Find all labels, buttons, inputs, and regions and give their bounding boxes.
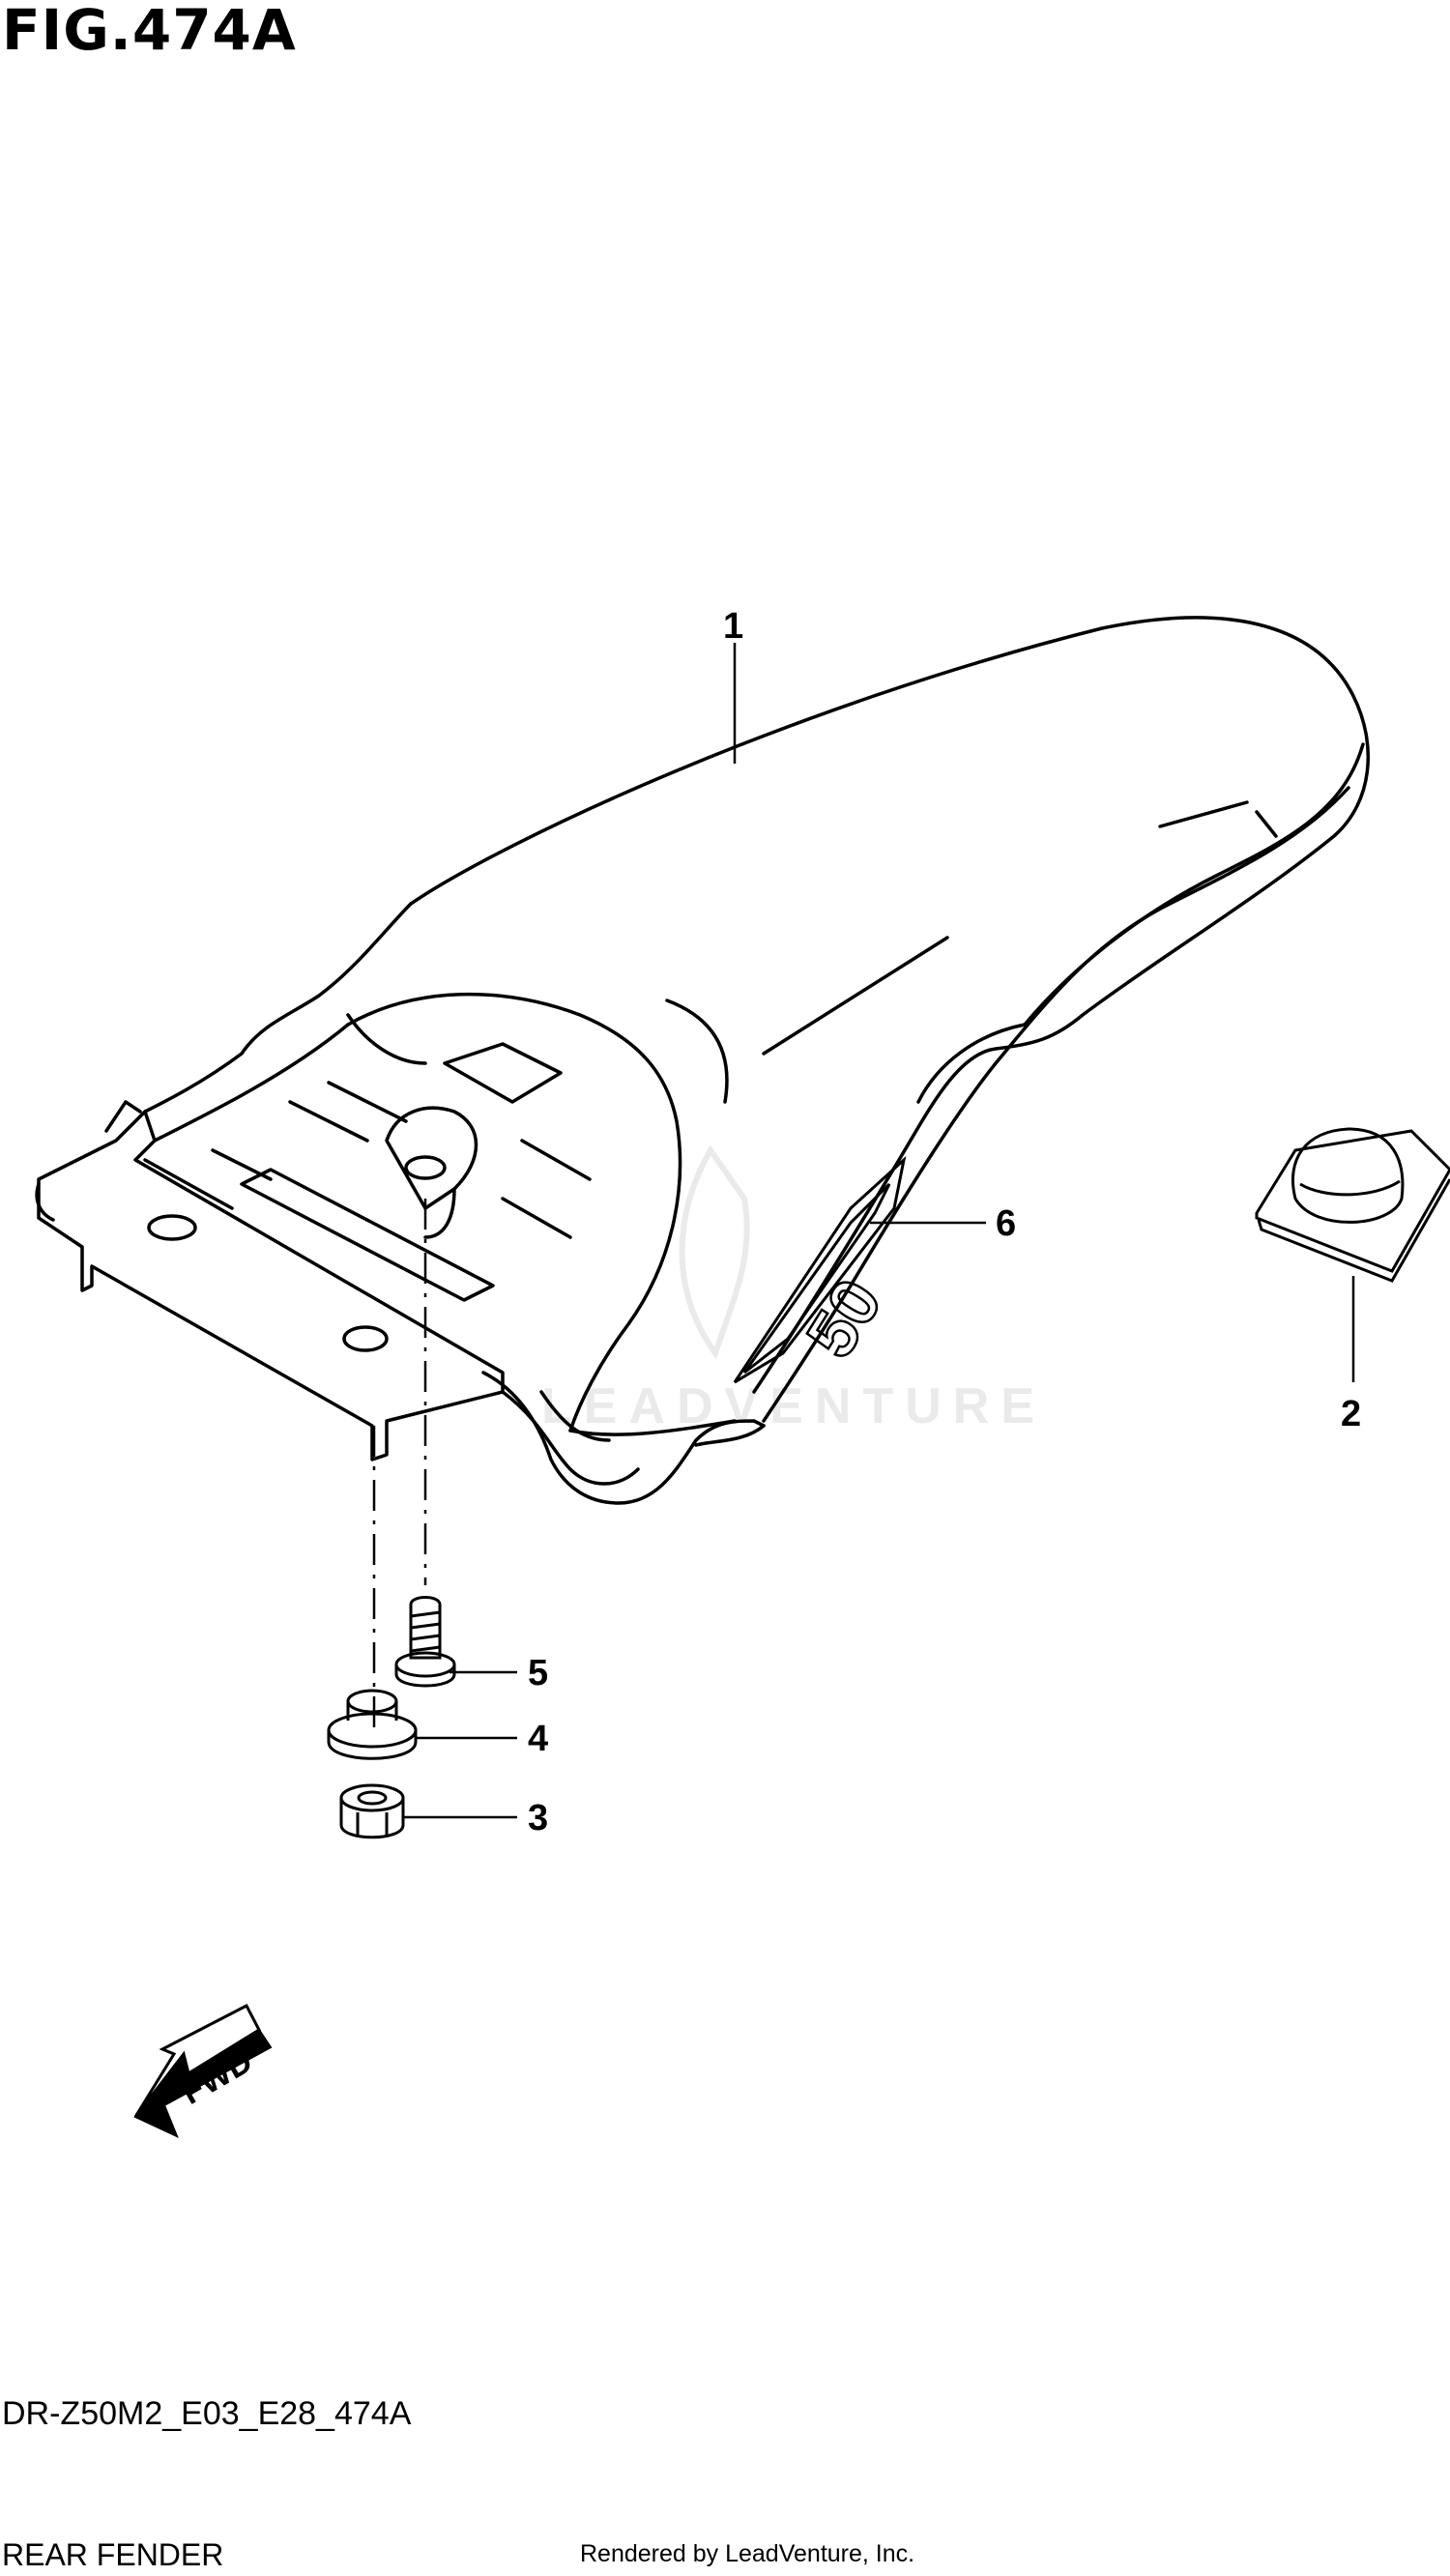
figure-title: FIG.474A [2, 0, 297, 63]
rear-fender-part[interactable] [35, 616, 1370, 1505]
cushion-part[interactable] [1255, 1127, 1450, 1283]
decal-part[interactable]: 50 [733, 1155, 907, 1384]
nut-part[interactable] [339, 1783, 405, 1839]
watermark-text: LEADVENTURE [541, 1378, 1046, 1434]
callout-5: 5 [528, 1653, 548, 1693]
assembly-centerlines [372, 1199, 427, 1730]
bolt-part[interactable] [394, 1596, 456, 1688]
callout-6: 6 [996, 1203, 1016, 1244]
callout-2: 2 [1341, 1394, 1361, 1434]
callout-1: 1 [723, 606, 743, 647]
callout-4: 4 [528, 1719, 548, 1759]
fwd-arrow-icon: FWD [133, 2003, 273, 2138]
leader-lines [404, 643, 1355, 1819]
collar-part[interactable] [327, 1689, 418, 1760]
watermark: LEADVENTURE [541, 1144, 1046, 1434]
watermark-logo-icon [679, 1144, 750, 1360]
render-credit: Rendered by LeadVenture, Inc. [580, 2540, 915, 2567]
figure-code: DR-Z50M2_E03_E28_474A [2, 2395, 412, 2432]
callout-3: 3 [528, 1798, 548, 1838]
figure-name: REAR FENDER [2, 2537, 224, 2572]
